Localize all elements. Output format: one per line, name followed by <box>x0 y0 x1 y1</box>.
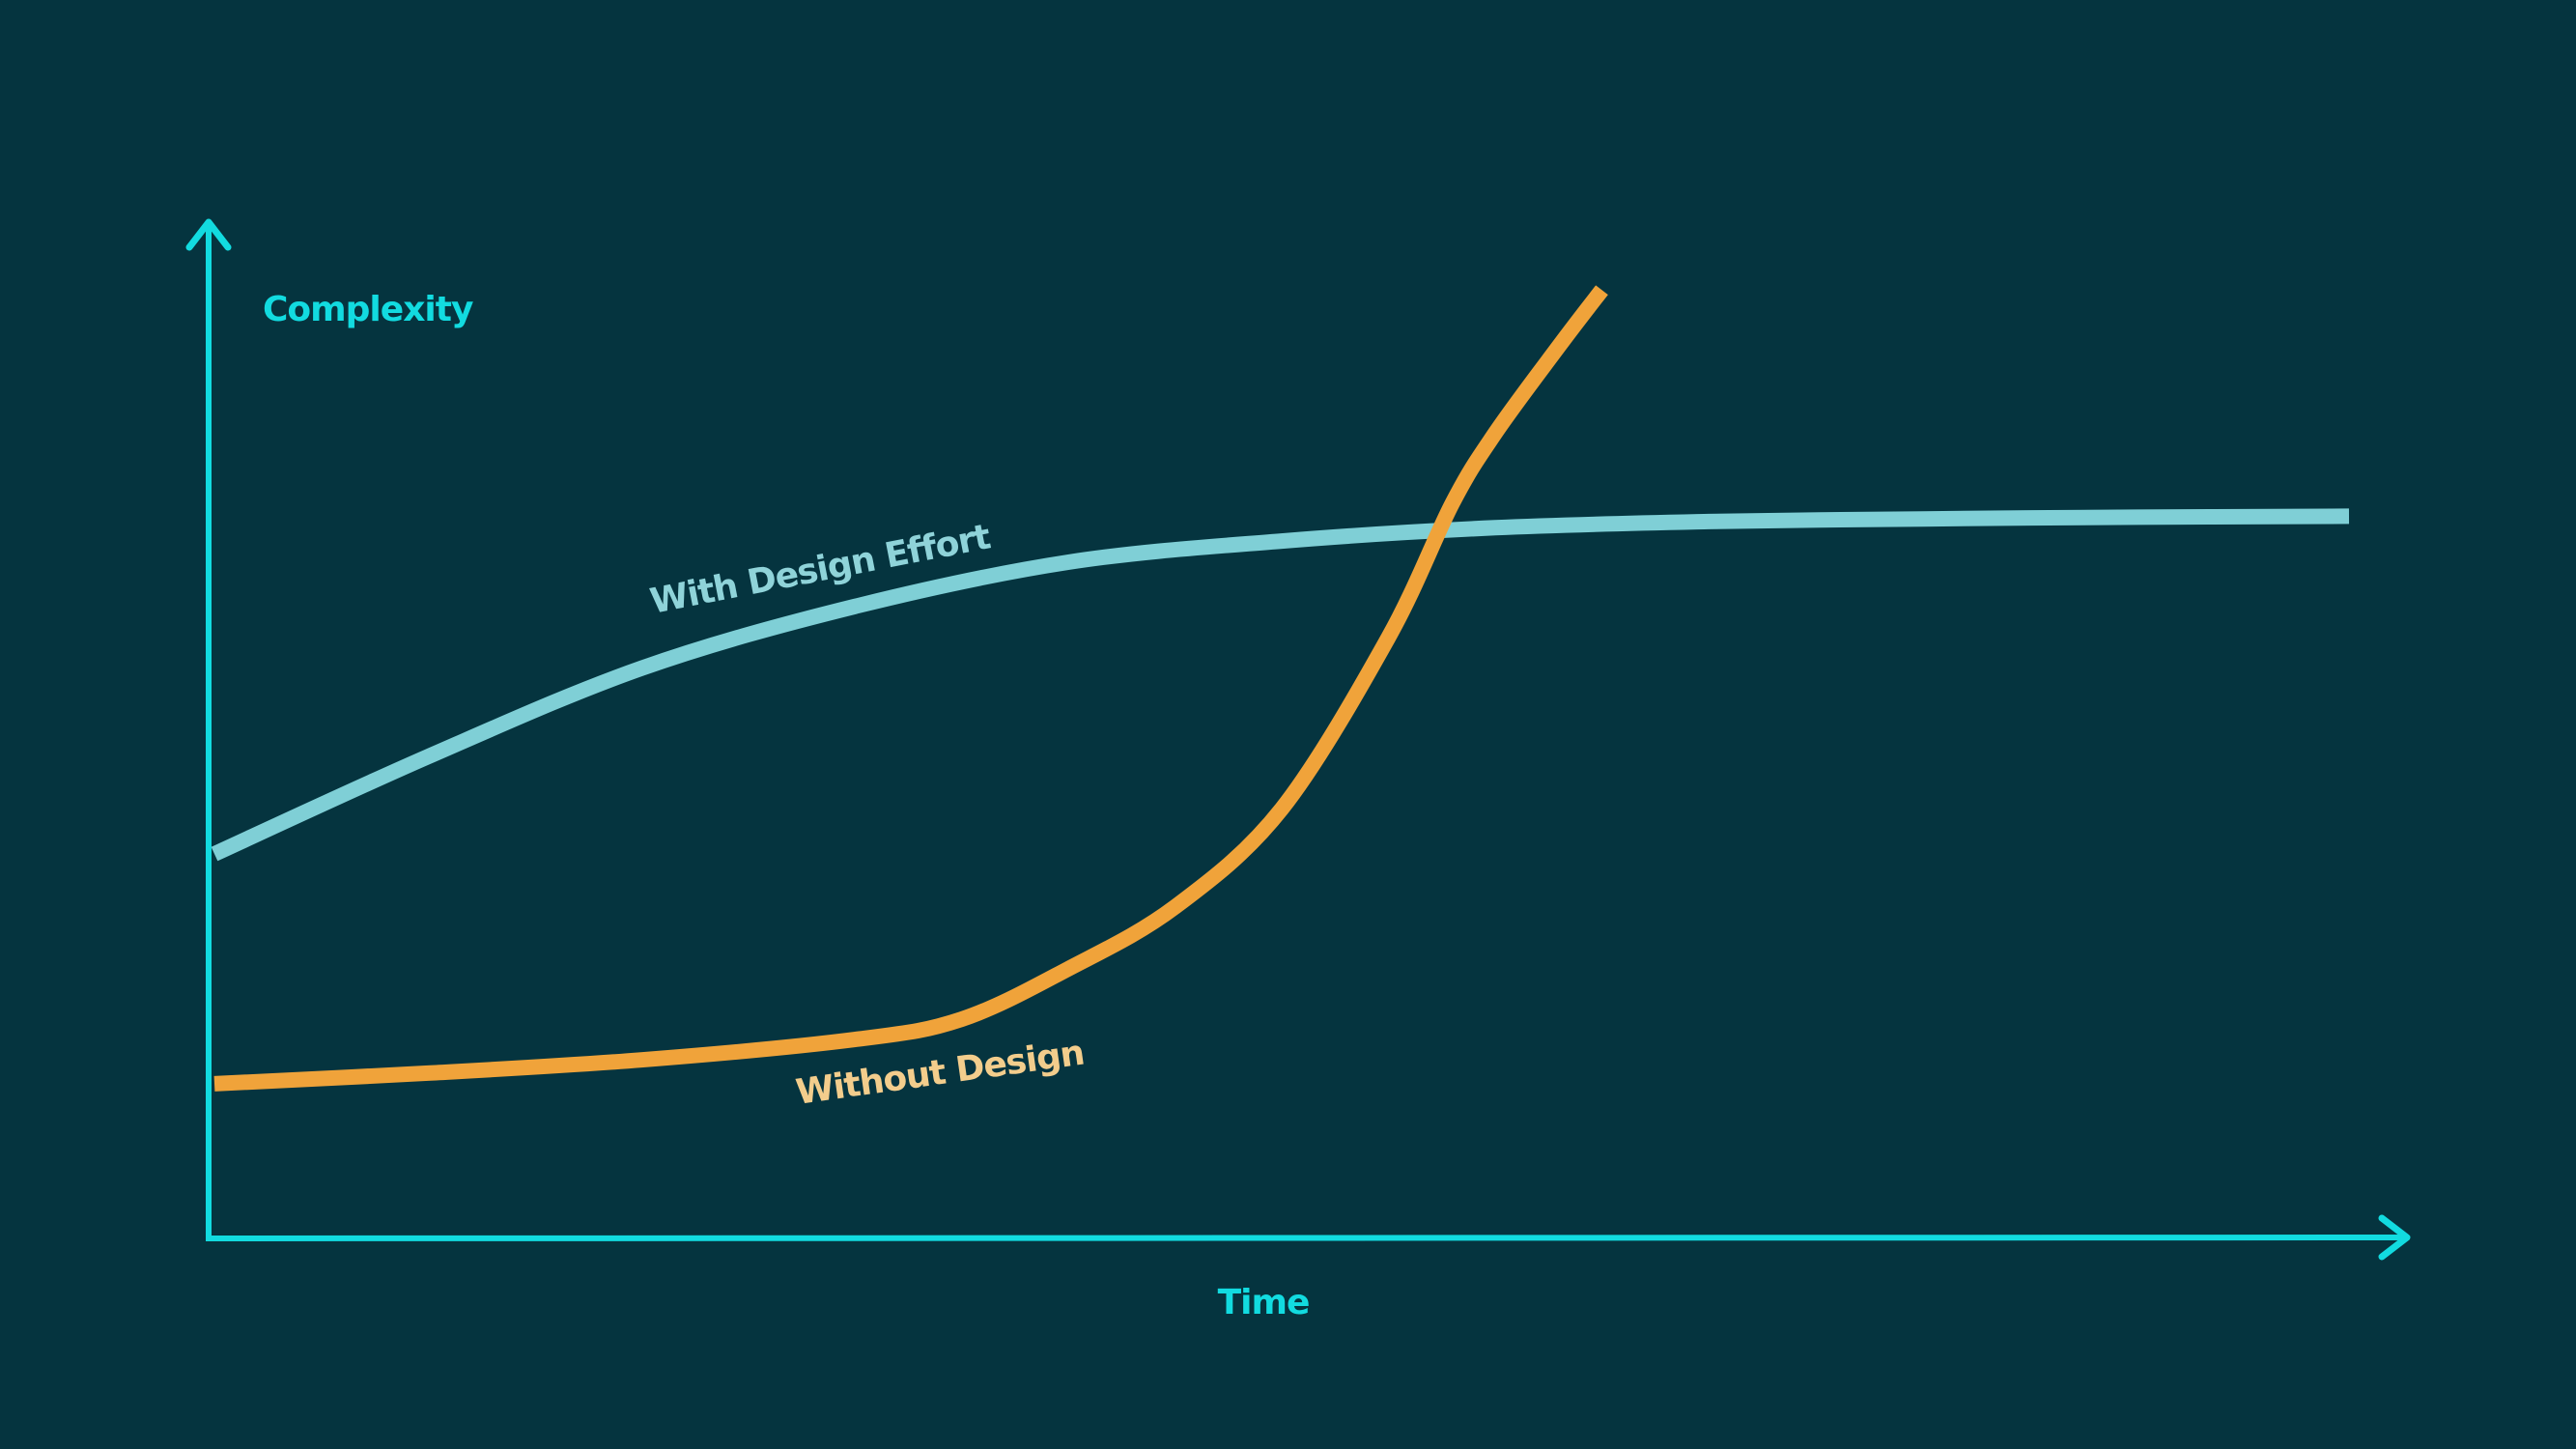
axes <box>185 218 2411 1261</box>
y-axis-title: Complexity <box>263 290 473 329</box>
series-label-with-design-effort: With Design Effort <box>647 517 994 622</box>
y-axis-arrow-icon <box>185 218 232 251</box>
x-axis-arrow-icon <box>2378 1214 2411 1261</box>
series-line-without-design <box>213 285 1608 1092</box>
series-layer <box>211 285 2350 1092</box>
x-axis-title: Time <box>1218 1283 1310 1322</box>
series-line-with-design-effort <box>211 508 2350 862</box>
x-axis <box>205 1234 2407 1242</box>
